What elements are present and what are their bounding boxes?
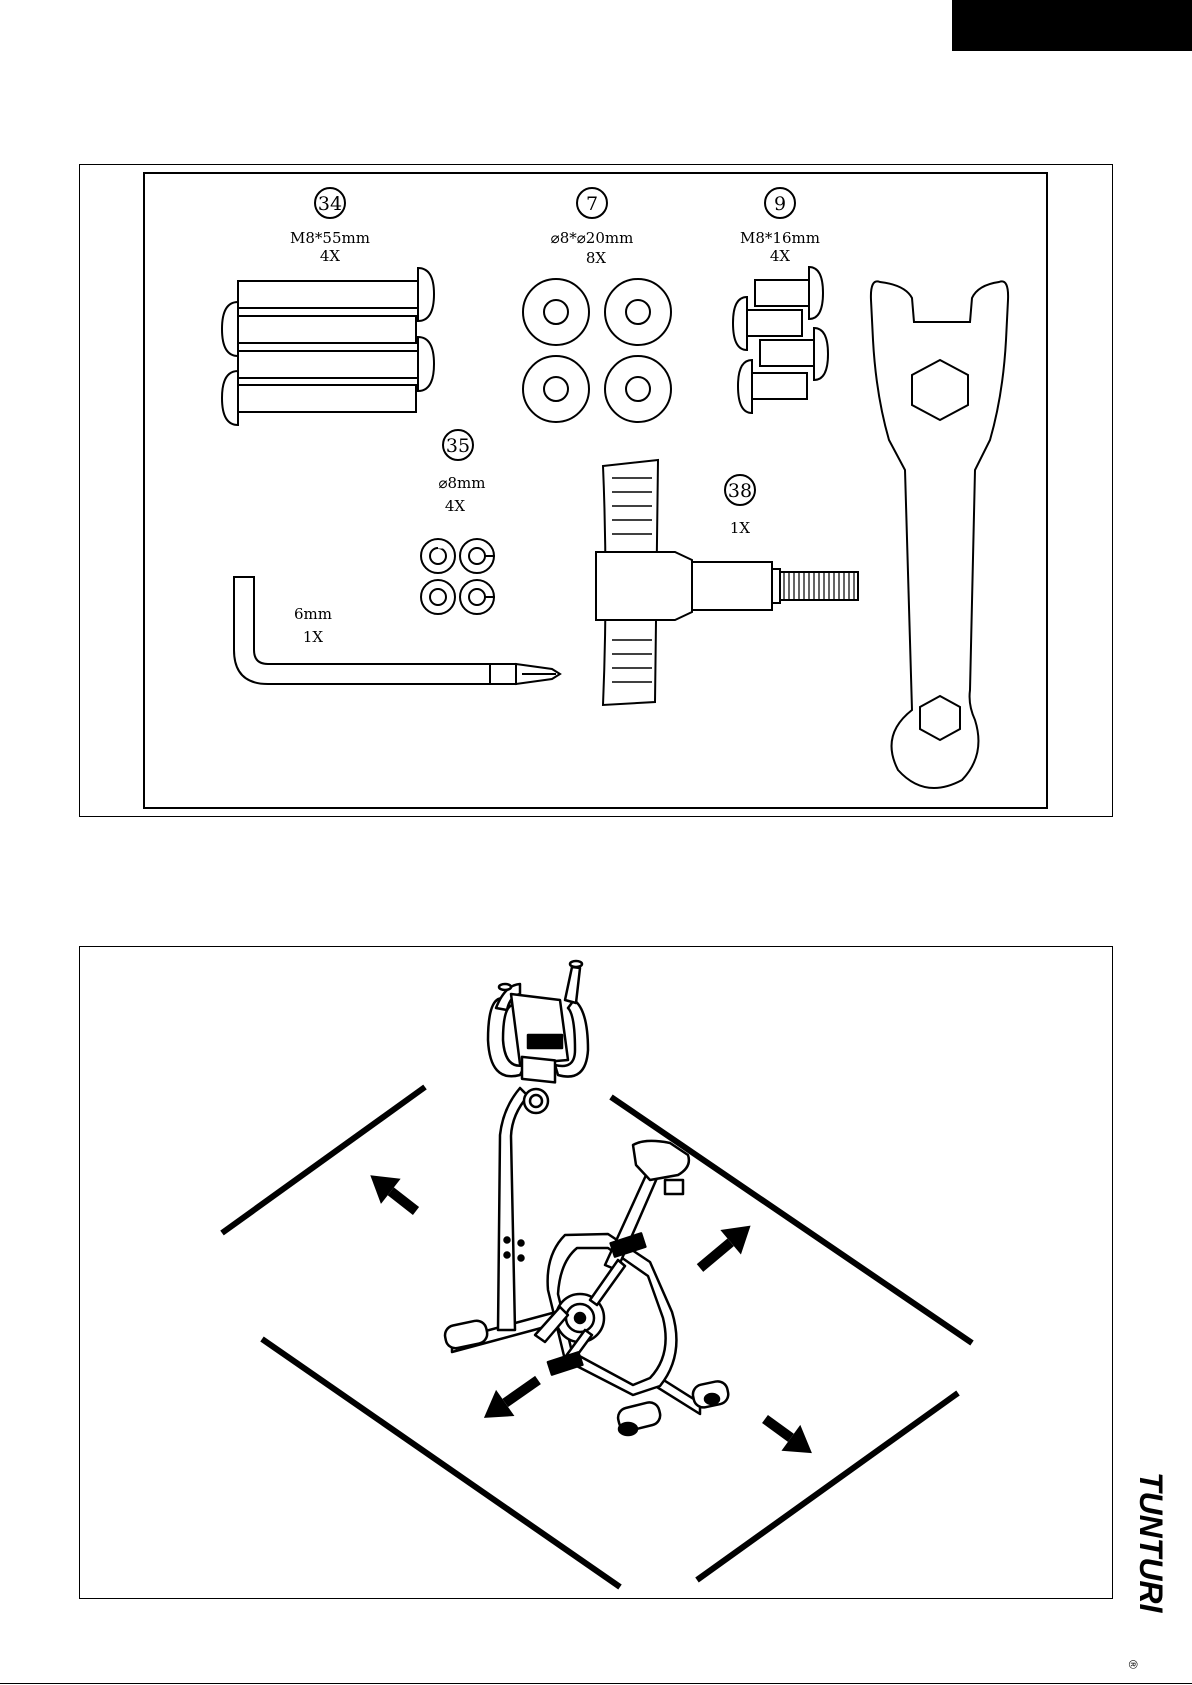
part-35-size: ⌀8mm xyxy=(438,474,485,492)
allen-key-group: 6mm 1X xyxy=(234,577,560,684)
part-34-ref: 34 xyxy=(318,193,342,215)
brand-registered-mark: ® xyxy=(1126,1660,1140,1669)
part-9-ref: 9 xyxy=(774,193,786,215)
part-7-ref: 7 xyxy=(586,193,598,215)
part-38-qty: 1X xyxy=(730,519,751,537)
bolt-long-shank xyxy=(238,385,416,412)
part-7-qty: 8X xyxy=(586,249,607,267)
washer-group: 7 ⌀8*⌀20mm 8X xyxy=(523,188,671,422)
part-9-size: M8*16mm xyxy=(740,229,820,247)
tunturi-logo: TUNTURI ® xyxy=(1122,1470,1182,1670)
bolt-long-head xyxy=(222,371,238,425)
part-35-qty: 4X xyxy=(445,497,466,515)
part-34-qty: 4X xyxy=(320,247,341,265)
bottom-rule xyxy=(0,1683,1192,1684)
knob-group: 38 1X xyxy=(596,460,858,705)
placement-panel xyxy=(79,946,1113,1599)
bolt-long-shank xyxy=(238,351,418,378)
allen-key-size: 6mm xyxy=(294,605,332,623)
bolt-long-head xyxy=(222,302,238,356)
spring-washer-group: 35 ⌀8mm 4X xyxy=(421,430,495,614)
part-35-ref: 35 xyxy=(446,435,470,457)
part-34-size: M8*55mm xyxy=(290,229,370,247)
bolt-long-group: 34 M8*55mm 4X xyxy=(222,188,434,425)
bolt-long-head xyxy=(418,337,434,391)
bolt-short-group: 9 M8*16mm 4X xyxy=(733,188,828,413)
bolt-long-head xyxy=(418,268,434,321)
wrench-hex-small xyxy=(920,696,960,740)
part-9-qty: 4X xyxy=(770,247,791,265)
allen-key-qty: 1X xyxy=(303,628,324,646)
brand-name: TUNTURI xyxy=(1133,1472,1169,1614)
bolt-long-shank xyxy=(238,316,416,343)
part-7-size: ⌀8*⌀20mm xyxy=(551,229,634,247)
bolt-long-shank xyxy=(238,281,418,308)
part-38-ref: 38 xyxy=(728,480,752,502)
